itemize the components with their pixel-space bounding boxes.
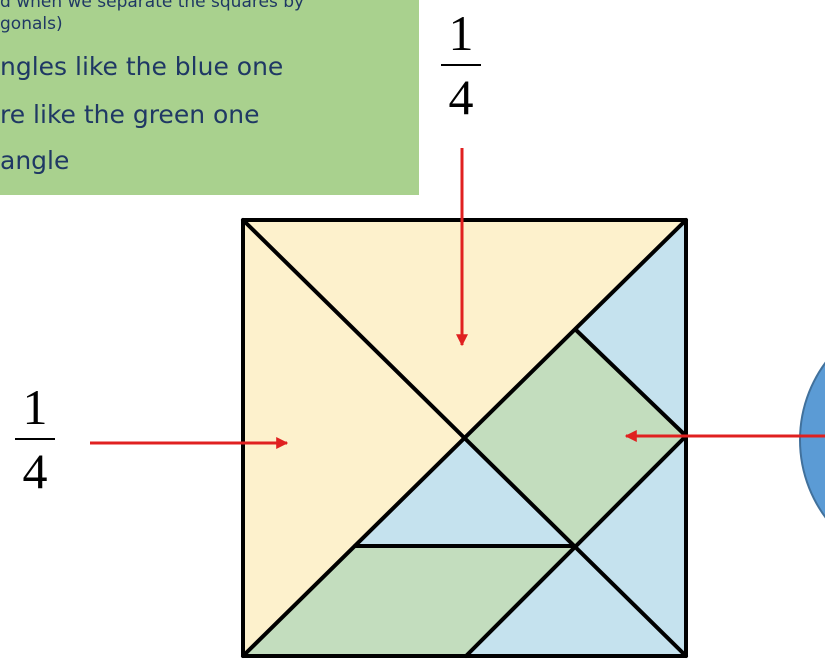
blue-circle xyxy=(799,361,825,519)
blue-triangle-top-right xyxy=(576,220,686,436)
note-line-2: gonals) xyxy=(0,14,63,34)
anti-diagonal xyxy=(241,218,688,658)
left-fraction-bar xyxy=(15,438,55,440)
note-line-3: ngles like the blue one xyxy=(0,52,284,81)
top-fraction-denominator: 4 xyxy=(448,69,474,125)
top-fraction: 1 4 xyxy=(431,8,491,122)
left-fraction-denominator: 4 xyxy=(22,443,48,499)
square-edge-top xyxy=(574,328,688,438)
tangram-outlines xyxy=(241,218,688,658)
note-box: d when we separate the squares by gonals… xyxy=(0,0,419,195)
left-fraction-numerator: 1 xyxy=(22,379,48,435)
yellow-triangle-top xyxy=(243,220,686,436)
note-line-1: d when we separate the squares by xyxy=(0,0,305,12)
note-line-5: angle xyxy=(0,146,70,175)
arrows xyxy=(90,148,825,449)
note-line-4: re like the green one xyxy=(0,100,260,129)
top-fraction-numerator: 1 xyxy=(448,5,474,61)
blue-triangle-bottom xyxy=(466,546,686,656)
left-fraction: 1 4 xyxy=(5,382,65,496)
top-fraction-bar xyxy=(441,64,481,66)
blue-triangle-right xyxy=(576,436,686,656)
yellow-triangle-left xyxy=(243,220,465,656)
blue-triangle-middle xyxy=(355,436,576,546)
